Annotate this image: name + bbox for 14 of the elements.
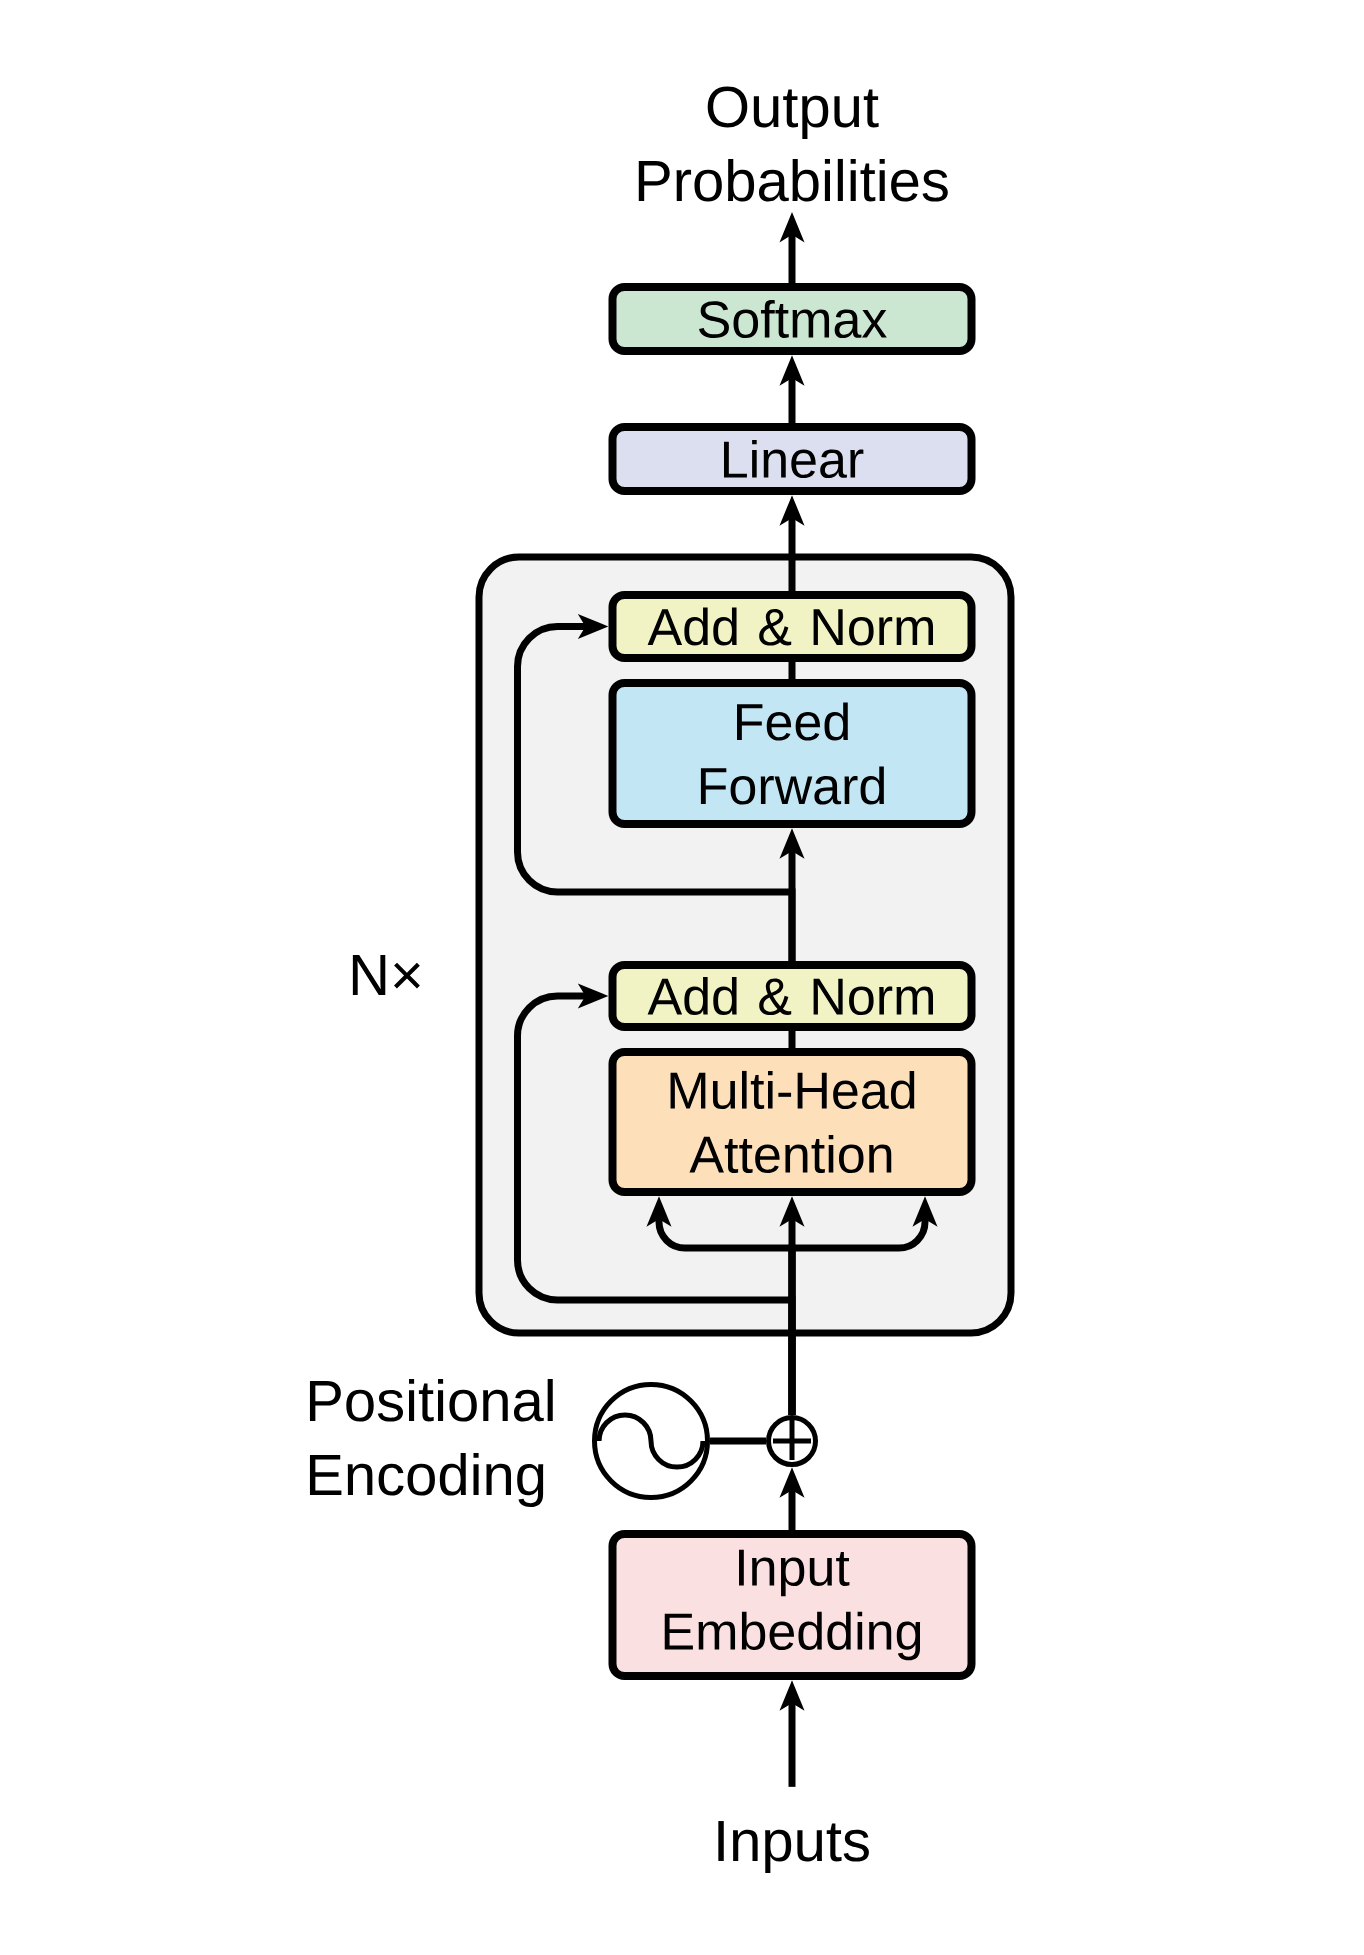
side-label: Positional Encoding [309, 1379, 553, 1508]
plus-circle-symbol [766, 1415, 818, 1467]
side-label: N× [352, 955, 420, 995]
sine-wave-symbol [592, 1382, 710, 1500]
text-label: Output Probabilities [638, 86, 948, 202]
layer-box: Softmax [608, 283, 976, 355]
text-label: Inputs [718, 1821, 869, 1873]
layer-box: Linear [608, 423, 976, 495]
layer-box: Input Embedding [608, 1530, 976, 1680]
layer-box: Add & Norm [608, 591, 976, 662]
arrow [514, 613, 796, 961]
layer-box: Add & Norm [608, 961, 976, 1031]
layer-box: Feed Forward [608, 679, 976, 828]
layer-box: Multi-Head Attention [608, 1048, 976, 1196]
